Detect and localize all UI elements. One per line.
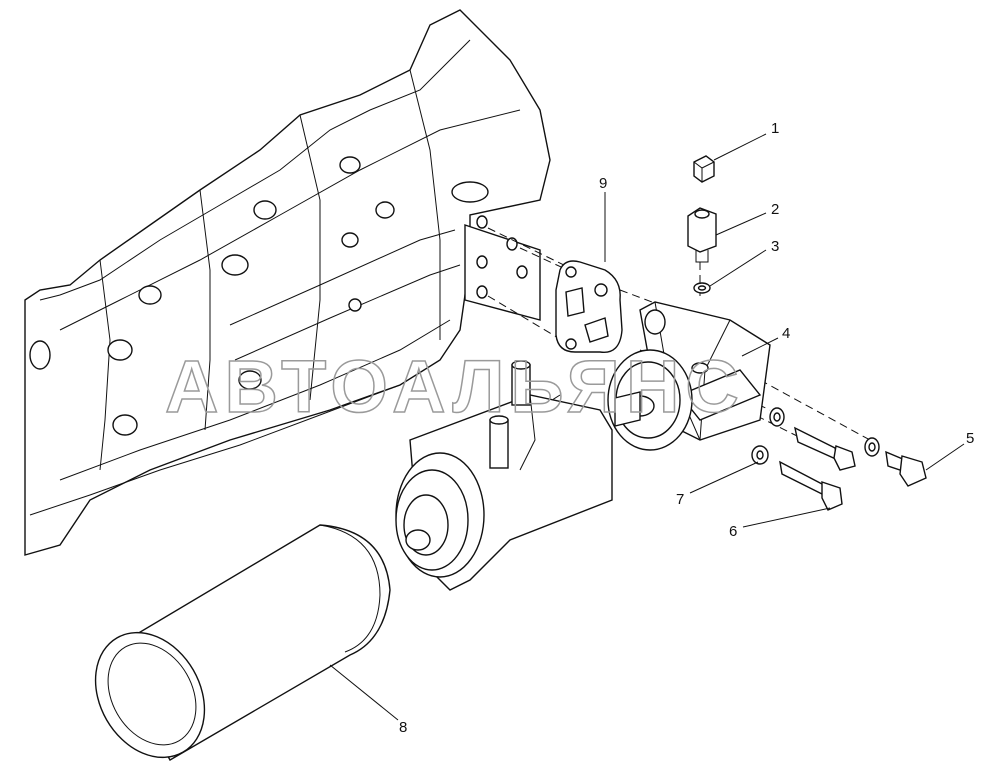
callout-1: 1 [771, 120, 779, 137]
bolt-right [885, 450, 927, 487]
callout-7: 7 [676, 491, 684, 508]
callout-2: 2 [771, 201, 779, 218]
gasket [555, 260, 623, 354]
callout-leaders [329, 133, 965, 721]
callout-5: 5 [966, 430, 974, 447]
washer-small [693, 282, 711, 294]
washer-right-upper [769, 407, 785, 427]
callout-4: 4 [782, 325, 790, 342]
plug [693, 155, 715, 183]
callout-8: 8 [399, 719, 407, 736]
watermark-text: АВТОАЛЬЯНС [165, 345, 745, 428]
oil-filter-base [395, 360, 613, 591]
oil-filter [94, 524, 391, 761]
washer-right [864, 437, 880, 457]
callout-3: 3 [771, 238, 779, 255]
union-fitting [687, 207, 717, 263]
bolt-lower [779, 460, 843, 511]
bolt-upper [794, 426, 856, 471]
callout-9: 9 [599, 175, 607, 192]
engine-block [24, 9, 551, 556]
washer-lower [751, 445, 769, 465]
filter-head-adapter [607, 301, 771, 451]
callout-6: 6 [729, 523, 737, 540]
